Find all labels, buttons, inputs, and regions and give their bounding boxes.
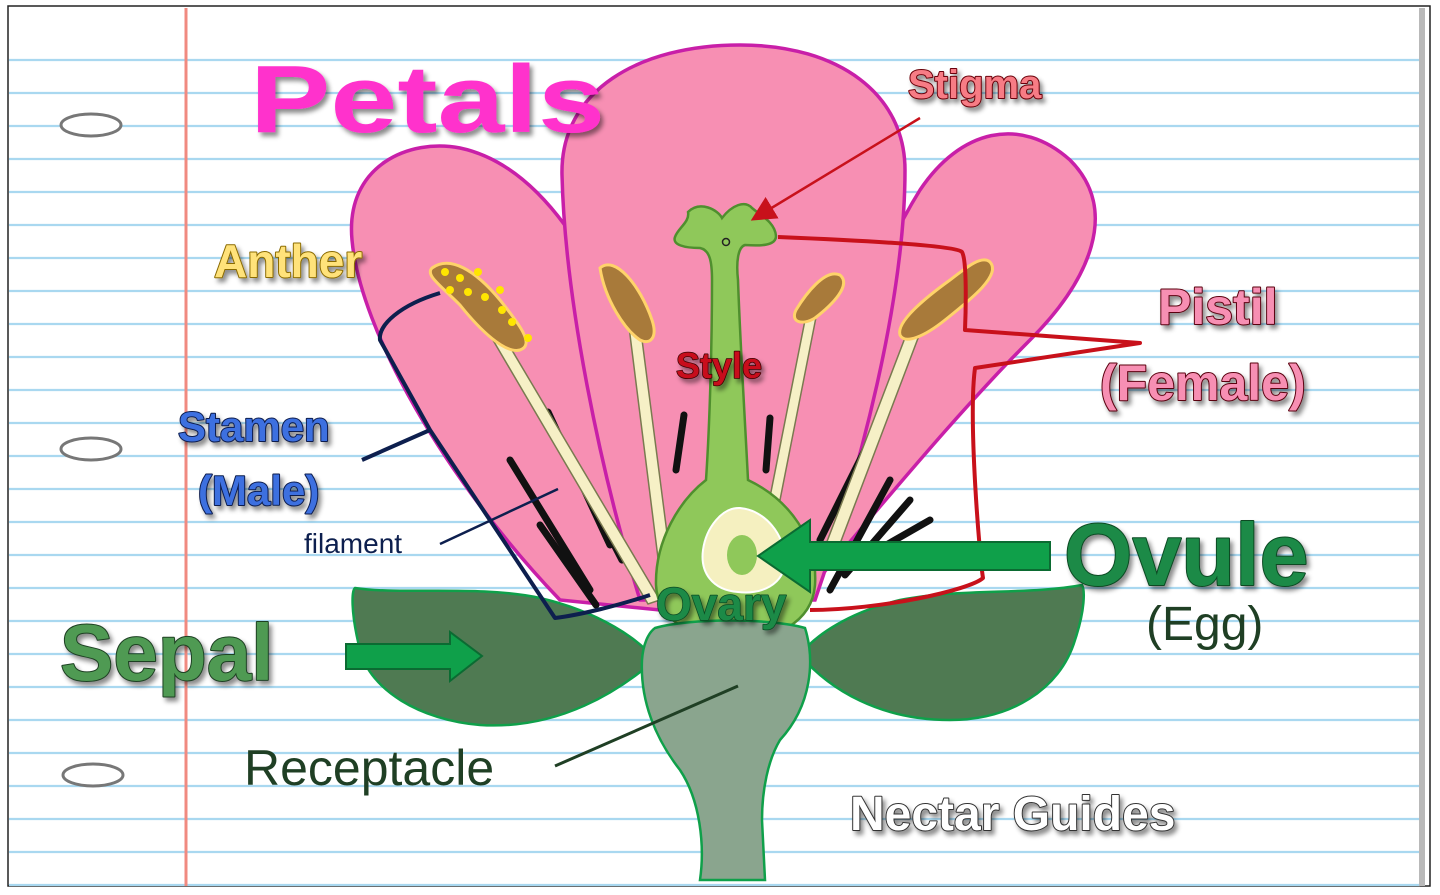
petals-label: Petals <box>250 46 605 153</box>
male-label: (Male) <box>198 467 319 514</box>
ovary-label: Ovary <box>656 578 787 630</box>
binder-hole <box>63 764 123 786</box>
stigma-label: Stigma <box>908 63 1042 107</box>
anther-label: Anther <box>214 235 362 287</box>
sepal-label: Sepal <box>60 608 273 697</box>
nectar-guides-label: Nectar Guides <box>850 788 1175 841</box>
binder-hole <box>61 114 121 136</box>
egg-label: (Egg) <box>1146 598 1263 651</box>
pistil-label: Pistil <box>1158 279 1277 335</box>
receptacle-label: Receptacle <box>244 740 494 796</box>
ovule-label: Ovule <box>1064 505 1309 604</box>
stamen-label: Stamen <box>178 403 330 450</box>
female-label: (Female) <box>1100 355 1306 411</box>
style-label: Style <box>676 345 762 386</box>
filament-label: filament <box>304 528 402 559</box>
binder-hole <box>61 438 121 460</box>
